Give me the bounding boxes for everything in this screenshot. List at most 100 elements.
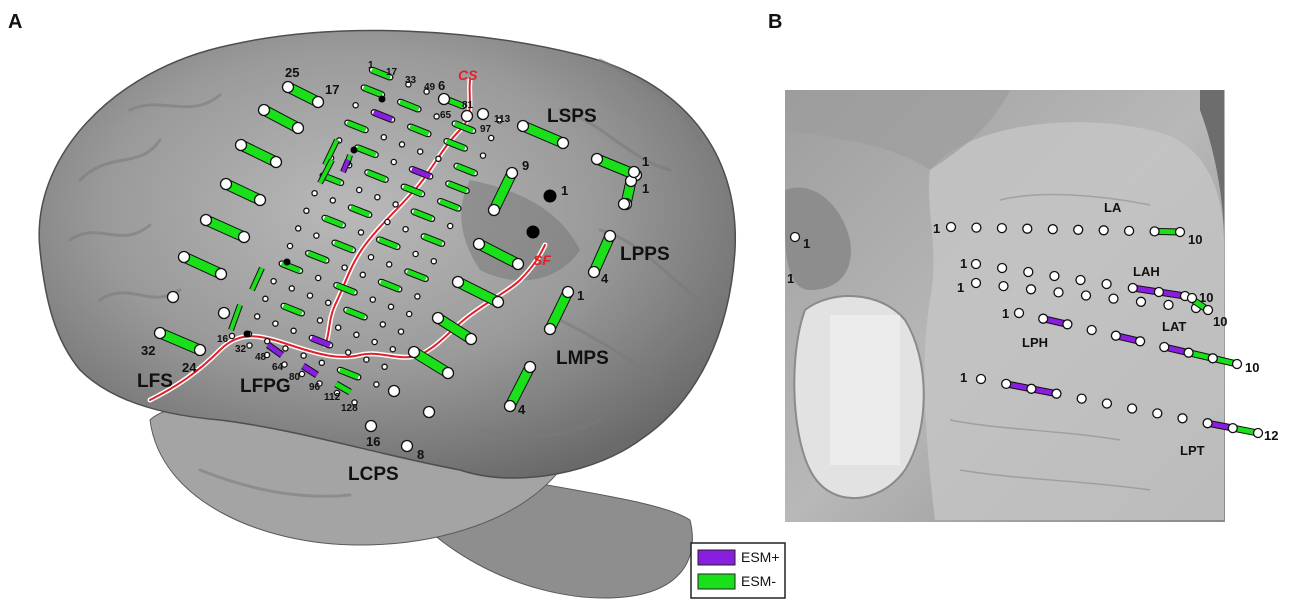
grid-contact [355, 186, 363, 194]
lah2-electrode-contact [1163, 299, 1174, 311]
grid-contact [228, 332, 236, 340]
grid-contact [318, 359, 326, 367]
num-112: 112 [324, 392, 341, 403]
grid-pair-esm-neg [307, 250, 328, 263]
label-lsps: LSPS [547, 106, 597, 127]
num-1d: 1 [642, 181, 649, 196]
lph-electrode-contact [1086, 324, 1097, 336]
grid-contact [288, 285, 296, 292]
grid-contact [433, 113, 440, 120]
grid-pair-esm-pos [411, 166, 432, 179]
grid-pair-esm-neg [356, 145, 377, 158]
sylvian-fissure-line [147, 242, 548, 403]
strip-contact [400, 439, 414, 453]
label-lpt: LPT [1180, 443, 1205, 458]
grid-contact [290, 327, 297, 335]
num-16b: 16 [366, 434, 380, 449]
num-lah1b: 1 [957, 280, 964, 295]
strip-pair-esm-neg [435, 314, 474, 343]
lpt-electrode-contact [1252, 427, 1264, 439]
grid-pair-esm-neg [412, 209, 433, 222]
grid-pair-esm-neg [229, 304, 242, 331]
grid-contact [357, 229, 365, 236]
grid-contact [286, 242, 294, 250]
grid-contact [374, 193, 381, 201]
grid-contact [316, 317, 324, 324]
strip-contact [505, 166, 519, 180]
strip-contact [257, 103, 271, 117]
num-16a: 16 [217, 334, 229, 345]
lph-electrode-contact [1207, 353, 1218, 364]
lph-electrode-contact [1231, 358, 1243, 370]
grid-pair-esm-neg [402, 184, 423, 197]
grid-pair-esm-neg [339, 367, 360, 380]
central-sulcus-line [322, 77, 473, 348]
la-electrode-contact [1174, 226, 1186, 238]
num-65: 65 [440, 110, 452, 121]
lah2-electrode-contact [1135, 296, 1147, 307]
num-24: 24 [182, 360, 197, 375]
la-electrode-contact [996, 222, 1008, 234]
grid-contact [423, 88, 430, 95]
grid-contact [373, 381, 380, 388]
num-4a: 4 [601, 271, 609, 286]
la-electrode-contact [945, 221, 957, 233]
grid-contact [272, 320, 279, 327]
grid-contact [402, 225, 409, 233]
strip-contact [237, 230, 251, 244]
label-lmps: LMPS [556, 348, 609, 369]
label-lah: LAH [1133, 264, 1160, 279]
grid-pair-esm-neg [378, 237, 399, 250]
lpt-electrode-contact [1202, 418, 1213, 429]
strip-pair-esm-neg [158, 328, 202, 355]
grid-contact [405, 81, 412, 88]
grid-pair-esm-neg [318, 159, 334, 184]
grid-pair-esm-neg [333, 240, 354, 253]
num-48: 48 [255, 352, 267, 363]
strip-pair-esm-neg [521, 121, 565, 148]
legend: ESM+ ESM- [690, 542, 786, 599]
lpt-electrode-contact [975, 373, 987, 385]
lph-electrode-contact [1183, 347, 1194, 358]
grid-contact [344, 349, 352, 356]
strip-electrodes [153, 80, 643, 453]
strip-pair-esm-neg [261, 106, 301, 132]
num-64: 64 [272, 362, 284, 373]
grid-pair-esm-pos [372, 110, 393, 122]
num-80: 80 [289, 372, 301, 383]
grid-pair-esm-neg [346, 120, 367, 133]
strip-contact [431, 311, 445, 325]
strip-contact [516, 119, 530, 133]
strip-contact [219, 177, 233, 191]
la-electrode-contact [1047, 224, 1058, 235]
strip-contact [311, 95, 325, 109]
strip-contact [556, 136, 570, 150]
num-17a: 17 [325, 82, 339, 97]
panel-b-labels: 1 1 1 10 1 1 10 10 1 10 1 12 LA LAH LAT … [787, 200, 1278, 458]
grid-pair-esm-neg [406, 269, 427, 282]
lah-electrode-contact [1153, 286, 1165, 298]
grid-pair-esm-pos [310, 335, 331, 348]
num-8: 8 [417, 447, 424, 462]
grid-contact [329, 197, 337, 204]
num-la1: 1 [933, 221, 940, 236]
num-25: 25 [285, 65, 299, 80]
strip-contact [603, 229, 617, 243]
strip-contact [177, 250, 191, 264]
lpt-electrode-contact [1227, 422, 1238, 434]
num-lah10: 10 [1199, 290, 1213, 305]
grid-pair-esm-neg [380, 279, 401, 292]
strip-contact [441, 366, 455, 380]
grid-contact [405, 310, 413, 318]
strip-contact [364, 419, 378, 433]
grid-contact [412, 250, 419, 258]
strip-contact [269, 155, 283, 169]
strip-pair-esm-neg [411, 348, 451, 377]
grid-contact [313, 232, 320, 239]
strip-contact [511, 257, 525, 271]
strip-contact [460, 109, 474, 123]
strip-pair-esm-neg [589, 234, 615, 274]
grid-pair-esm-neg [439, 198, 460, 211]
strip-contact [387, 384, 401, 398]
strip-contact [503, 399, 517, 413]
